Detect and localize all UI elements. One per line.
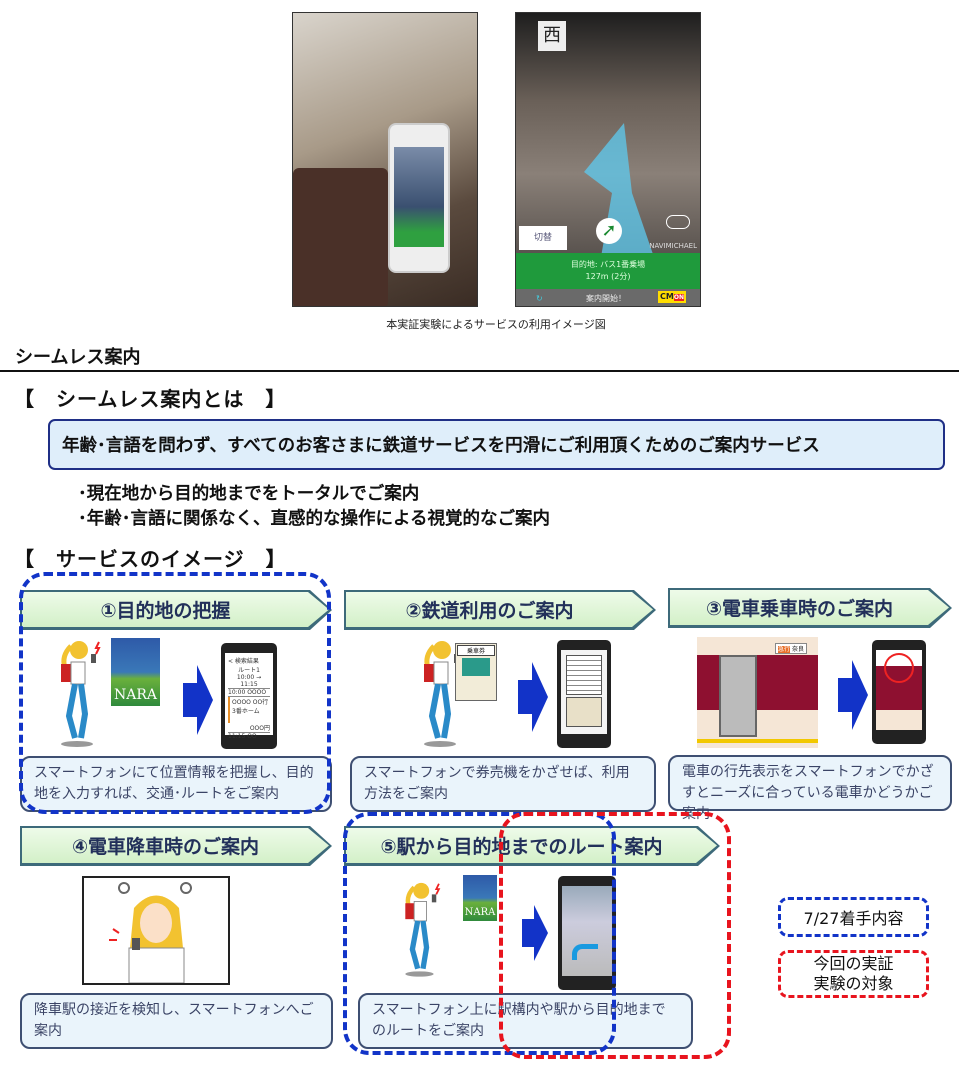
switch-button[interactable]: 切替 — [519, 226, 567, 250]
legend-trial: 今回の実証 実験の対象 — [778, 950, 929, 998]
panel-3-header: ③電車乗車時のご案内 — [668, 588, 952, 628]
phone-train-sign — [872, 640, 926, 744]
panel-5-desc: スマートフォン上に駅構内や駅から目的地までのルートをご案内 — [358, 993, 693, 1049]
bullet-1: ･現在地から目的地までをトータルでご案内 — [78, 484, 420, 504]
panel-5-header: ⑤駅から目的地までのルート案内 — [344, 826, 720, 866]
panel-2-desc: スマートフォンで券売機をかざせば、利用方法をご案内 — [350, 756, 656, 812]
traveler-illustration — [424, 641, 459, 747]
nara-poster: NARA — [111, 638, 160, 706]
destination-bar: 目的地: バス1番乗場 127m (2分) — [516, 253, 700, 289]
arrow-right-icon — [838, 660, 868, 730]
legend-started: 7/27着手内容 — [778, 897, 929, 937]
nav-arrow-path — [584, 123, 656, 263]
photo-caption: 本実証実験によるサービスの利用イメージ図 — [386, 318, 606, 331]
panel-1-desc: スマートフォンにて位置情報を把握し、目的地を入力すれば、交通･ルートをご案内 — [20, 756, 332, 812]
ticket-machine: 乗車券 — [455, 643, 497, 701]
traveler-illustration — [61, 641, 101, 747]
photo-app-screen: 西 切替 ➚ NAVIMICHAEL 目的地: バス1番乗場 127m (2分)… — [515, 12, 701, 307]
sign-west: 西 — [538, 21, 566, 51]
section-title: シームレス案内 — [15, 347, 141, 368]
arrow-right-icon — [522, 905, 548, 961]
phone-route-view — [558, 876, 616, 990]
brand-label: NAVIMICHAEL — [649, 242, 697, 250]
started-scope-frame-5 — [343, 812, 616, 1055]
train-alighting-illustration — [82, 876, 230, 985]
summary-text: 年齢･言語を問わず、すべてのお客さまに鉄道サービスを円滑にご利用頂くためのご案内… — [62, 436, 820, 456]
arrow-right-icon — [518, 662, 548, 732]
traveler-illustration — [405, 882, 441, 977]
panel-4-header: ④電車降車時のご案内 — [20, 826, 332, 866]
nara-poster: NARA — [463, 875, 497, 921]
bullet-2: ･年齢･言語に関係なく、直感的な操作による視覚的なご案内 — [78, 509, 550, 529]
panel-2-header: ②鉄道利用のご案内 — [344, 590, 656, 630]
start-guidance-button[interactable]: 案内開始！ — [586, 294, 626, 303]
service-heading: 【 サービスのイメージ 】 — [14, 547, 287, 571]
phone-ticket-guide — [557, 640, 611, 748]
distance-text: 127m (2分) — [585, 272, 631, 281]
section-divider — [0, 370, 959, 372]
panel-4-desc: 降車駅の接近を検知し、スマートフォンへご案内 — [20, 993, 333, 1049]
photo-station-phone — [292, 12, 478, 307]
train-boarding-illustration: 急行 奈良 — [697, 637, 818, 748]
destination-text: 目的地: バス1番乗場 — [570, 260, 646, 269]
refresh-icon[interactable]: ↻ — [536, 294, 543, 303]
about-heading: 【 シームレス案内とは 】 — [14, 387, 287, 411]
panel-1-header: ①目的地の把握 — [20, 590, 332, 630]
started-scope-frame-1 — [19, 572, 331, 814]
arrow-right-icon — [183, 665, 213, 735]
trial-scope-frame — [499, 812, 731, 1059]
phone-route-result: < 検索結果 ルート1 10:00 → 11:15 10:00 OOOO OOO… — [221, 643, 277, 749]
cm-badge[interactable]: CMON — [658, 291, 686, 303]
direction-arrow-icon: ➚ — [596, 218, 622, 244]
panel-3-desc: 電車の行先表示をスマートフォンでかざすとニーズに合っている電車かどうかご案内 — [668, 755, 952, 822]
toggle-switch[interactable] — [666, 215, 690, 229]
summary-box: 年齢･言語を問わず、すべてのお客さまに鉄道サービスを円滑にご利用頂くためのご案内… — [48, 419, 945, 470]
